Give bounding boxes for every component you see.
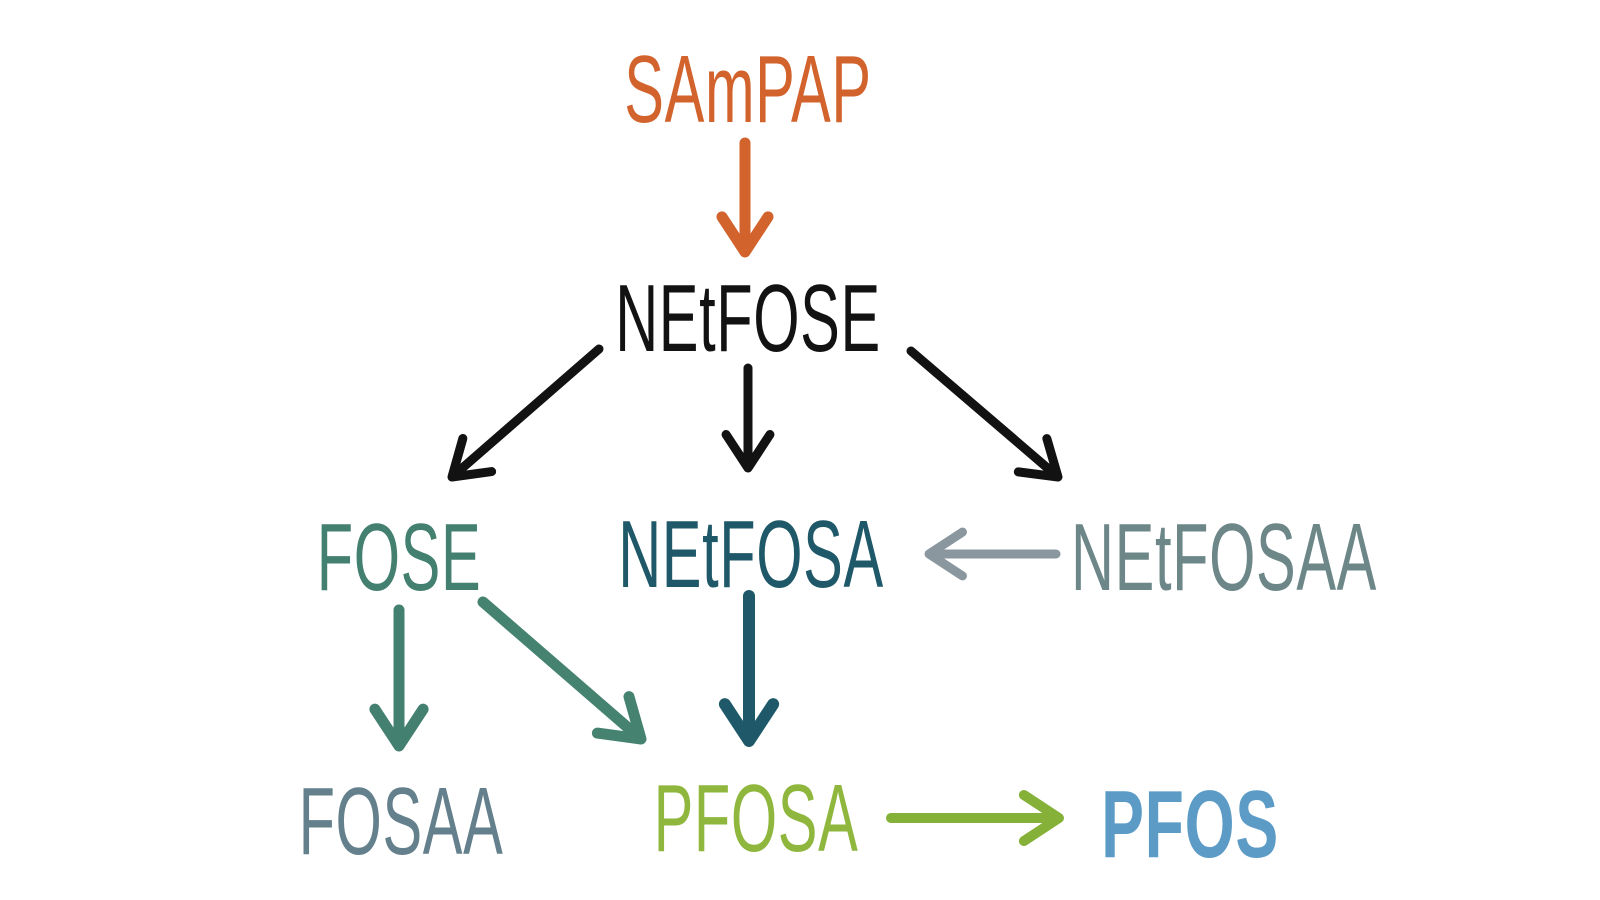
- node-fosaa: FOSAA: [298, 768, 504, 875]
- arrow-netfosa-to-pfosa: [718, 590, 780, 747]
- arrow-head: [591, 691, 647, 745]
- arrow-netfose-to-netfosa: [721, 363, 775, 473]
- arrow-shaft: [477, 596, 641, 740]
- arrow-head: [721, 430, 775, 473]
- node-sampap: SAmPAP: [624, 36, 872, 143]
- arrow-shaft: [906, 346, 1058, 478]
- arrow-head: [1013, 434, 1063, 482]
- arrow-shaft: [452, 344, 604, 478]
- arrow-head: [716, 211, 774, 258]
- node-netfosa: NEtFOSA: [618, 501, 884, 608]
- arrow-head: [1018, 789, 1064, 847]
- node-pfosa: PFOSA: [653, 765, 859, 872]
- arrow-fose-to-fosaa: [369, 604, 429, 752]
- arrow-head: [369, 703, 429, 752]
- node-fose: FOSE: [316, 504, 482, 611]
- arrow-head: [447, 433, 497, 482]
- arrow-netfosaa-to-netfosa: [924, 527, 1061, 581]
- arrow-sampap-to-netfose: [716, 137, 774, 258]
- node-pfos: PFOS: [1101, 771, 1279, 878]
- arrow-netfose-to-fose: [447, 344, 604, 482]
- node-netfose: NEtFOSE: [615, 265, 881, 372]
- arrow-fose-to-pfosa: [477, 596, 647, 745]
- arrow-head: [718, 698, 780, 747]
- arrow-head: [924, 527, 967, 581]
- node-netfosaa: NEtFOSAA: [1071, 504, 1377, 611]
- arrow-netfose-to-netfosaa: [906, 346, 1063, 482]
- arrow-pfosa-to-pfos: [886, 789, 1064, 847]
